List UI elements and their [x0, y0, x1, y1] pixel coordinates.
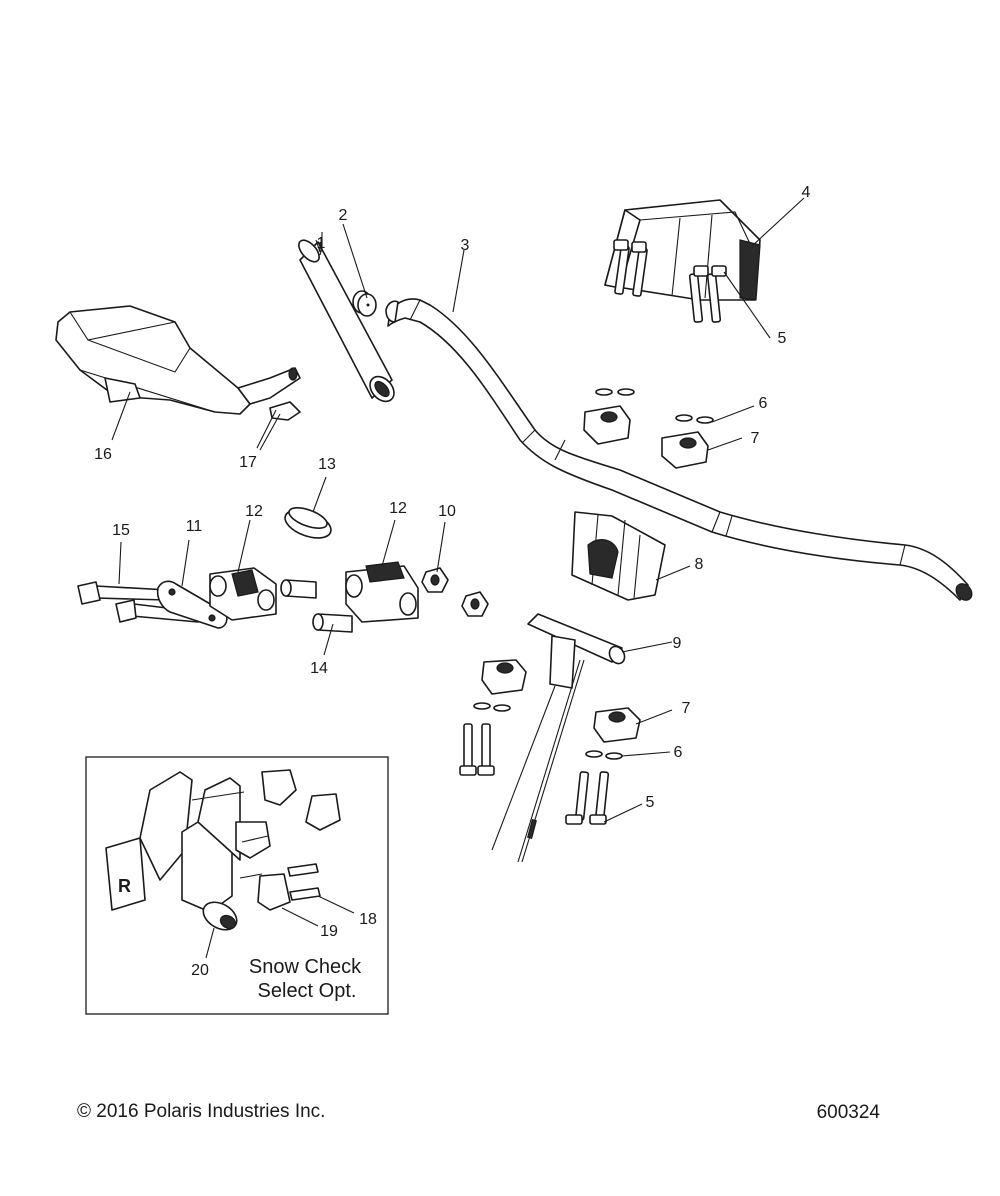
copyright-text: © 2016 Polaris Industries Inc. [77, 1101, 325, 1122]
callout-8: 8 [695, 556, 704, 573]
callout-7-upper: 7 [751, 430, 760, 447]
callout-13: 13 [318, 456, 336, 473]
upper-clamp-hardware [583, 239, 727, 469]
leader-lines [111, 197, 805, 959]
callout-4: 4 [802, 184, 811, 201]
callout-19: 19 [320, 923, 338, 940]
callout-11: 11 [186, 518, 203, 535]
callout-7-lower: 7 [682, 700, 691, 717]
clamp-assembly [77, 507, 489, 633]
grip [298, 239, 395, 403]
callout-5-lower: 5 [646, 794, 655, 811]
figure-number: 600324 [817, 1102, 881, 1123]
callout-16: 16 [94, 446, 112, 463]
callout-15: 15 [112, 522, 130, 539]
svg-text:R: R [118, 876, 131, 896]
callout-18: 18 [359, 911, 377, 928]
inset-box: R [85, 756, 389, 1015]
callout-5-upper: 5 [778, 330, 787, 347]
callout-20: 20 [191, 962, 209, 979]
callout-12-left: 12 [245, 503, 263, 520]
callout-labels: 1 2 3 4 5 6 7 8 9 7 6 5 10 11 12 12 13 1… [94, 184, 810, 979]
riser-block [571, 511, 666, 601]
callout-14: 14 [310, 660, 328, 677]
callout-10: 10 [438, 503, 456, 520]
callout-12-right: 12 [389, 500, 407, 517]
callout-2: 2 [339, 207, 348, 224]
handlebar [385, 298, 973, 601]
inset-caption-line2: Select Opt. [258, 980, 357, 1002]
callout-6-lower: 6 [674, 744, 683, 761]
callout-17: 17 [239, 454, 257, 471]
callout-3: 3 [461, 237, 470, 254]
inset-caption-line1: Snow Check [249, 956, 362, 978]
callout-6-upper: 6 [759, 395, 768, 412]
lower-clamp-hardware [459, 659, 641, 825]
callout-9: 9 [673, 635, 682, 652]
handguard [55, 305, 301, 415]
crossbar [491, 613, 626, 863]
callout-1: 1 [317, 235, 326, 252]
handguard-mount [269, 401, 301, 421]
